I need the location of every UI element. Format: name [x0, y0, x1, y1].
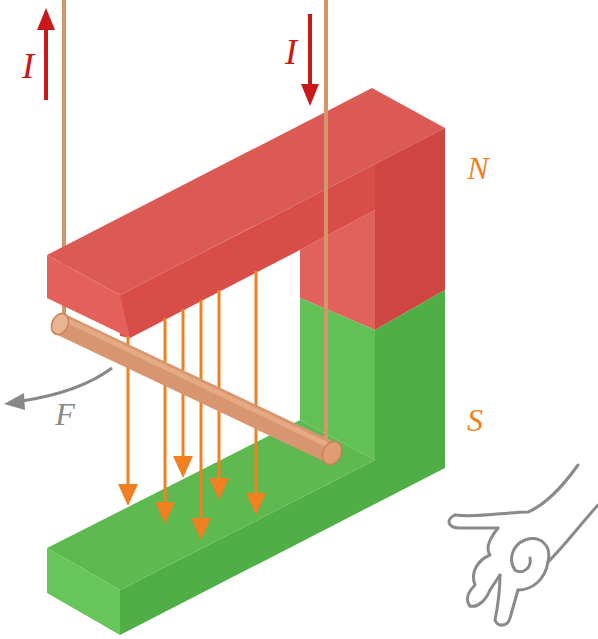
wire	[324, 0, 328, 448]
current-label: I	[22, 48, 34, 84]
copper-rod	[48, 311, 345, 468]
current-label: I	[285, 34, 297, 70]
south-pole	[47, 290, 445, 635]
pole-label: S	[467, 404, 483, 436]
force-label: F	[55, 398, 75, 430]
right-hand-sketch	[449, 465, 598, 625]
current-arrows	[37, 8, 319, 106]
north-pole	[47, 88, 445, 338]
pole-label: N	[467, 152, 488, 184]
